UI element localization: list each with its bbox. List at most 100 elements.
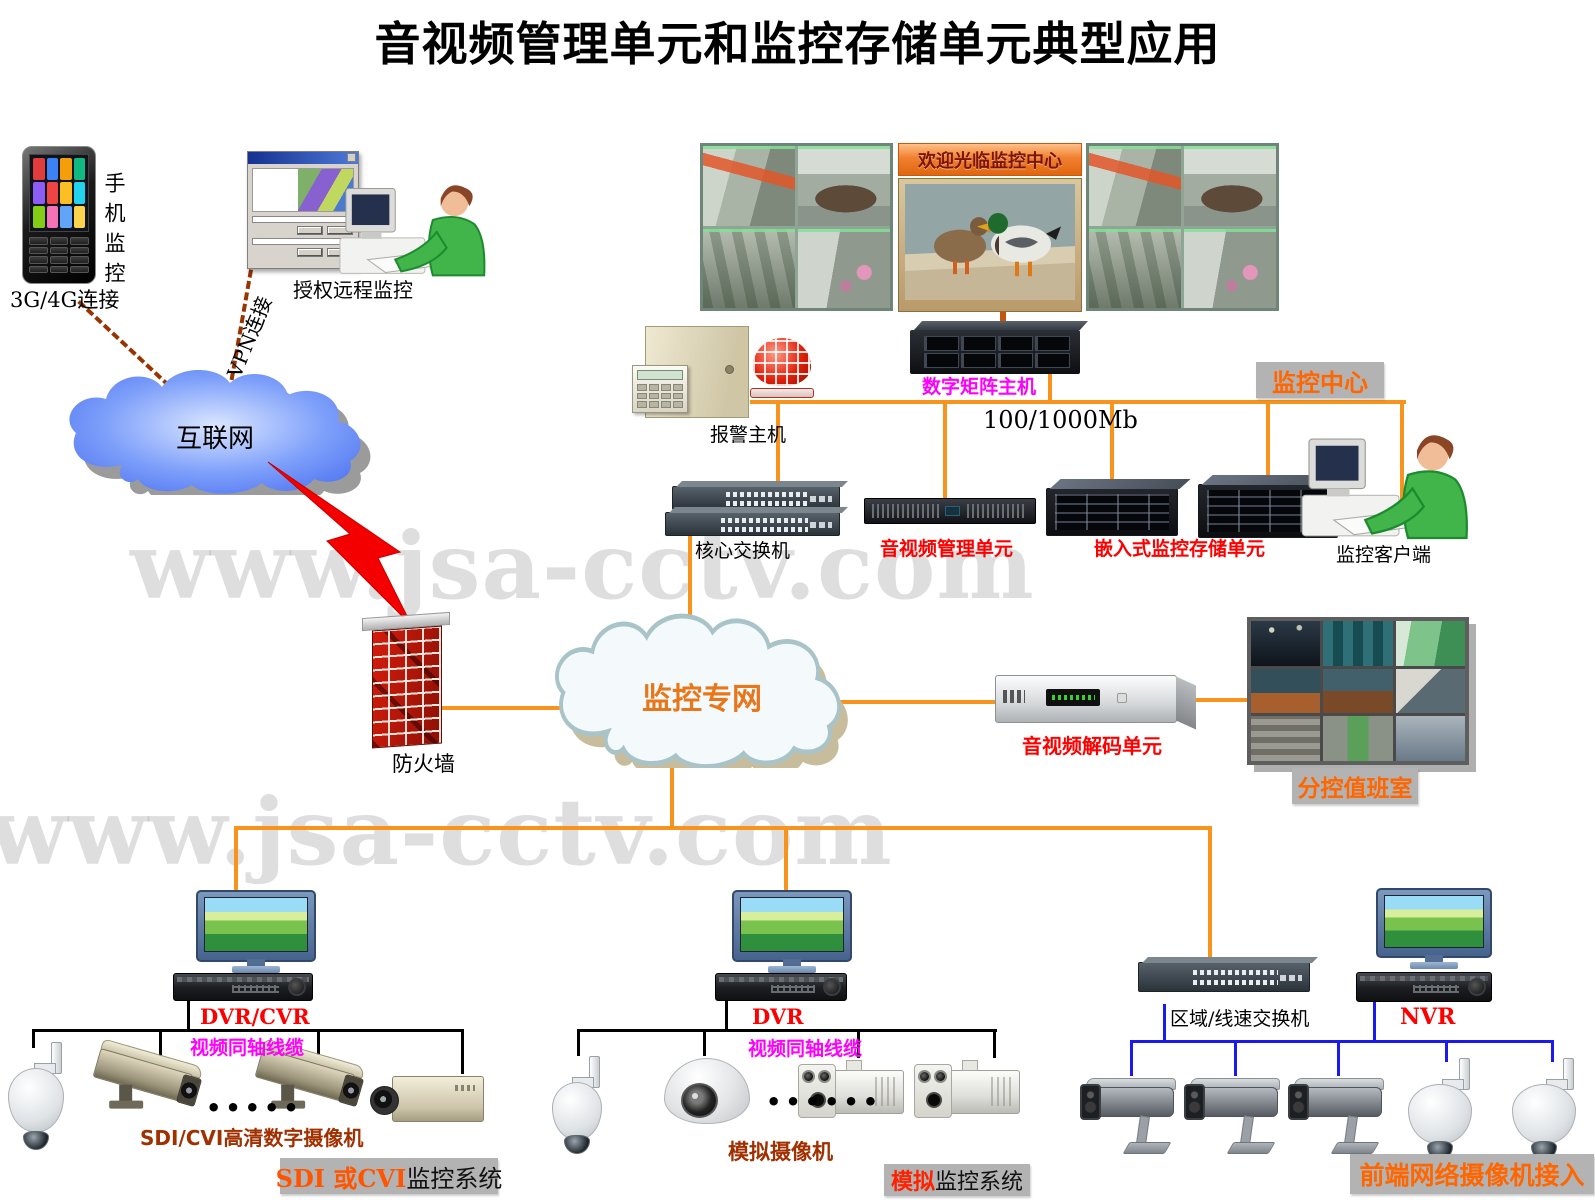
cctv-scene	[1184, 228, 1276, 308]
frontend-bus	[234, 826, 1212, 830]
duck-photo	[905, 184, 1075, 300]
welcome-banner: 欢迎光临监控中心	[898, 143, 1082, 176]
video-wall-left-panel	[700, 143, 893, 311]
zone-accent: SDI 或CVI	[275, 1163, 407, 1193]
link-cloud-decoder	[840, 700, 998, 704]
matrix-host-icon	[910, 330, 1080, 374]
bandwidth-label: 100/1000Mb	[983, 406, 1138, 434]
monitor-icon	[196, 890, 316, 973]
ip-drop	[1130, 1043, 1133, 1076]
bullet-camera-icon	[1184, 1074, 1286, 1158]
monitor-icon	[1376, 888, 1492, 969]
ip-drop	[1234, 1043, 1237, 1076]
link-decoder-wall	[1177, 698, 1251, 702]
monitor-icon	[732, 890, 852, 973]
branch-room-zone-label: 分控值班室	[1292, 768, 1418, 804]
dvr-icon	[173, 973, 313, 1001]
bullet-camera-icon	[92, 1038, 204, 1105]
client-label: 监控客户端	[1336, 544, 1432, 566]
ip-bus	[1130, 1040, 1554, 1043]
av-mgmt-label: 音视频管理单元	[880, 538, 1014, 560]
nvr-icon	[1356, 972, 1492, 1002]
coax-drop	[857, 1032, 860, 1058]
phone-keypad	[29, 237, 89, 273]
zone-accent: 模拟	[890, 1169, 935, 1195]
analog-cable-label: 视频同轴线缆	[748, 1038, 863, 1060]
phone-caption: 手机监控	[102, 172, 126, 292]
analog-system-zone-label: 模拟监控系统	[884, 1164, 1030, 1196]
lan-bus	[750, 400, 1406, 404]
drop-analog-system	[784, 830, 788, 892]
video-wall-right-panel	[1086, 143, 1279, 311]
coax-drop	[32, 1032, 35, 1048]
storage-unit-icon	[1046, 488, 1178, 536]
matrix-host-label: 数字矩阵主机	[922, 376, 1037, 398]
wall-scene	[1395, 621, 1465, 666]
alarm-keys	[637, 384, 683, 408]
watermark-text: www.jsa-cctv.com	[130, 512, 1035, 620]
coax-bus-analog	[577, 1029, 997, 1032]
window-preview-image	[252, 168, 354, 212]
wall-scene	[1251, 668, 1321, 714]
firewall-icon	[372, 625, 442, 749]
decoder-label: 音视频解码单元	[1022, 734, 1162, 758]
ptz-dome-camera-icon	[1408, 1058, 1472, 1162]
dvr-icon	[715, 973, 847, 1001]
watermark-text: www.jsa-cctv.com	[0, 778, 893, 886]
access-switch-icon	[1138, 962, 1310, 992]
bullet-camera-icon	[1288, 1074, 1390, 1158]
cctv-scene	[798, 146, 890, 226]
wall-scene	[1251, 621, 1321, 666]
bullet-camera-icon	[798, 1058, 910, 1132]
coax-drop	[461, 1032, 464, 1074]
remote-pc-label: 授权远程监控	[293, 278, 413, 302]
box-camera-icon	[370, 1076, 484, 1122]
cctv-scene	[798, 228, 890, 308]
wall-scene	[1323, 716, 1393, 761]
drop-storage-2	[1266, 404, 1270, 484]
lightning-bolt-icon	[267, 461, 413, 627]
ptz-dome-camera-icon	[8, 1042, 64, 1152]
bullet-camera-icon	[914, 1058, 1026, 1132]
wall-scene	[1323, 621, 1393, 666]
phone-link-label: 3G/4G连接	[10, 288, 120, 312]
sdi-camera-label: SDI/CVI高清数字摄像机	[140, 1126, 364, 1150]
coax-bus-sdi	[32, 1029, 464, 1032]
control-room-video-wall	[1247, 617, 1469, 765]
analog-recorder-label: DVR	[752, 1004, 804, 1029]
coax-drop	[577, 1032, 580, 1056]
monitor-client-icon	[1301, 434, 1468, 540]
storage-label: 嵌入式监控存储单元	[1094, 538, 1266, 560]
dome-camera-icon	[664, 1058, 750, 1124]
firewall-label: 防火墙	[392, 752, 455, 776]
decoder-icon	[995, 675, 1177, 723]
av-management-unit-icon	[864, 498, 1036, 524]
cctv-scene	[1184, 146, 1276, 226]
coax-link	[725, 1001, 728, 1031]
page-title: 音视频管理单元和监控存储单元典型应用	[374, 17, 1221, 71]
core-switch-icon	[665, 486, 840, 536]
ptz-dome-camera-icon	[1512, 1058, 1576, 1162]
drop-ip-system	[1208, 830, 1212, 964]
window-titlebar	[248, 152, 358, 164]
remote-operator-icon	[338, 184, 486, 277]
link-firewall-cloud	[442, 706, 562, 710]
monitoring-center-zone-label: 监控中心	[1256, 362, 1384, 398]
coax-link	[187, 1001, 190, 1031]
drop-av-mgmt	[943, 404, 947, 500]
siren-icon	[750, 338, 814, 400]
coax-drop	[159, 1032, 162, 1058]
alarm-keypad	[632, 365, 688, 413]
cctv-scene	[1089, 146, 1181, 226]
alarm-lcd	[637, 370, 683, 380]
drop-storage-1	[1110, 404, 1114, 490]
core-switch-label: 核心交换机	[695, 540, 791, 562]
alarm-host-icon	[632, 326, 749, 418]
link-switch-cloud	[688, 536, 692, 640]
coax-drop	[317, 1032, 320, 1058]
wall-scene	[1395, 668, 1465, 714]
coax-drop	[703, 1032, 706, 1056]
wall-scene	[1395, 716, 1465, 761]
